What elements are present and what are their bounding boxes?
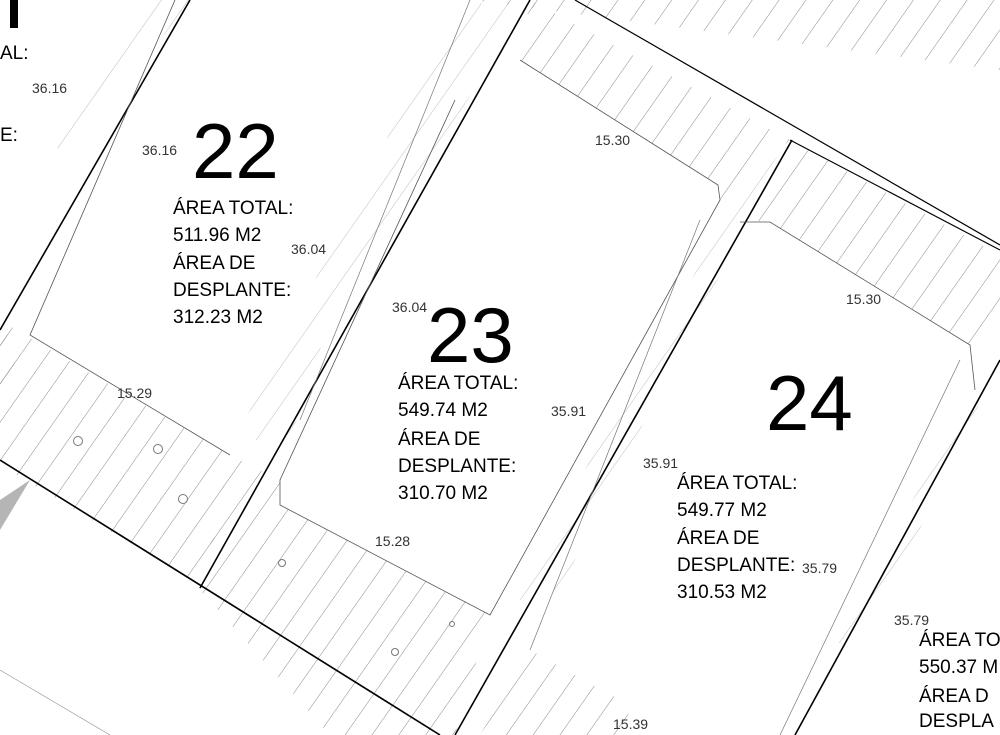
- dimension-label: 35.79: [802, 560, 838, 576]
- lot-22-area-total-label: ÁREA TOTAL:: [173, 198, 294, 219]
- marker-circle: [391, 648, 399, 656]
- dimension-label: 36.16: [32, 80, 68, 96]
- dimension-label: 15.39: [613, 716, 649, 732]
- lot-25-area-de-label: ÁREA D: [919, 686, 989, 707]
- hatched-zone-23-right: [520, 0, 790, 200]
- setback-outline-24: [740, 221, 976, 391]
- lot-23-area-total-value: 549.74 M2: [398, 400, 488, 421]
- lot-23-desplante-label: DESPLANTE:: [398, 456, 517, 477]
- dimension-label: 35.91: [643, 455, 679, 471]
- lot-24-area-de-label: ÁREA DE: [677, 528, 760, 549]
- setback-outline-23-rightside: [529, 219, 701, 651]
- marker-circle: [73, 436, 83, 446]
- edge-line-bottom-left: [0, 669, 111, 735]
- lot-25-area-total-value: 550.37 M: [919, 657, 999, 678]
- boundary-line-rear-2: [789, 139, 1000, 251]
- setback-outline-22: [29, 0, 231, 456]
- hatched-zone-23-bottom: [200, 455, 490, 735]
- dimension-label: 35.91: [551, 403, 587, 419]
- boundary-line-rear: [574, 0, 1000, 246]
- dimension-label: 15.29: [117, 385, 153, 401]
- hatched-zone-22-bottom: [0, 320, 230, 588]
- lot-25-desplante-label: DESPLA: [919, 711, 994, 732]
- setback-outline-22-right: [299, 0, 471, 421]
- boundary-line-24-25: [794, 359, 1000, 735]
- setback-outline-24-rightside: [779, 359, 961, 735]
- boundary-line-23-24: [454, 139, 793, 735]
- marker-circle: [278, 559, 286, 567]
- lot-22-desplante-label: DESPLANTE:: [173, 280, 292, 301]
- lot-23-area-de-label: ÁREA DE: [398, 429, 481, 450]
- hatched-zone-22-divider: [55, 0, 190, 150]
- dimension-label: 15.30: [595, 132, 631, 148]
- dimension-label: 15.30: [846, 291, 882, 307]
- dimension-label: 36.16: [142, 142, 178, 158]
- boundary-line-22-left: [0, 0, 191, 331]
- lot-24-desplante-label: DESPLANTE:: [677, 555, 796, 576]
- boundary-line-22-23: [199, 0, 531, 589]
- lot-number-22: 22: [192, 107, 279, 195]
- hatched-zone-24-top: [740, 140, 1000, 345]
- north-arrow-icon: [0, 480, 30, 530]
- dimension-label: 36.04: [392, 299, 428, 315]
- marker-circle: [449, 621, 455, 627]
- hatched-zone-24-bottom: [480, 650, 640, 735]
- lot-23-desplante-value: 310.70 M2: [398, 483, 488, 504]
- dimension-label: 36.04: [291, 241, 327, 257]
- lot-22-area-total-value: 511.96 M2: [173, 225, 262, 246]
- lot-23-area-total-label: ÁREA TOTAL:: [398, 373, 519, 394]
- hatched-zone-top: [440, 0, 1000, 70]
- lot-number-23: 23: [427, 291, 514, 379]
- lot-22-desplante-value: 312.23 M2: [173, 307, 263, 328]
- marker-circle: [178, 494, 188, 504]
- lot-25-area-total-label: ÁREA TO: [919, 630, 1000, 651]
- hatched-zone-23-left: [235, 0, 530, 440]
- lot-24-area-total-value: 549.77 M2: [677, 500, 767, 521]
- lot-24-area-total-label: ÁREA TOTAL:: [677, 473, 798, 494]
- dimension-label: 35.79: [894, 612, 930, 628]
- edge-fragment-label: AL:: [0, 43, 29, 64]
- lot-22-area-de-label: ÁREA DE: [173, 253, 256, 274]
- lot-number-24: 24: [766, 359, 853, 447]
- lot-24-desplante-value: 310.53 M2: [677, 582, 767, 603]
- corner-mark: [10, 0, 18, 28]
- dimension-label: 15.28: [375, 533, 411, 549]
- setback-outline-23: [279, 59, 721, 616]
- hatched-zone-25-left: [830, 360, 1000, 650]
- hatched-zone-24-left: [520, 140, 790, 600]
- edge-fragment-label: E:: [0, 125, 18, 146]
- marker-circle: [153, 444, 163, 454]
- boundary-line-front: [0, 459, 441, 735]
